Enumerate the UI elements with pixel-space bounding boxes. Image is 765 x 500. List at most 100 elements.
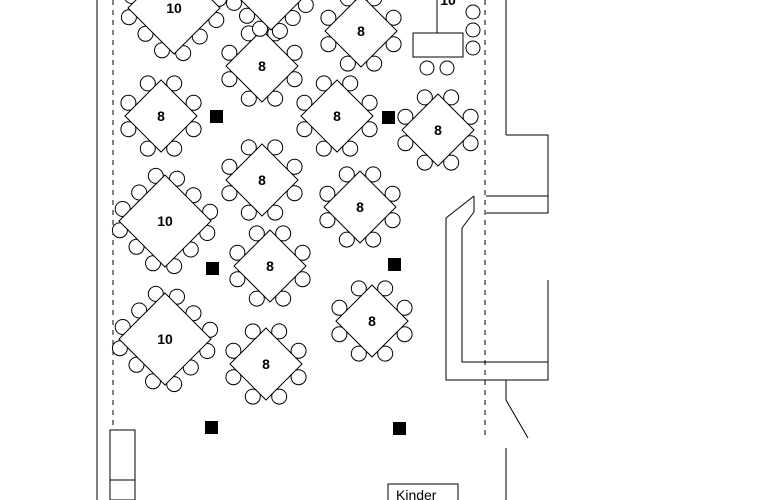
chair [166,75,183,92]
table-seat-count: 8 [333,108,341,124]
table-top [240,0,302,31]
pillar [382,111,395,124]
table-t3: 8 [320,0,402,72]
chair [225,342,242,359]
pillar [206,262,219,275]
bar-counter-outer [445,195,549,381]
chair [275,290,292,307]
chair [202,203,219,220]
chair [397,108,414,125]
chair [315,75,332,92]
pillar [388,258,401,271]
chair [267,90,284,107]
table-t8: 8 [221,139,303,221]
chair [297,0,314,13]
chair [365,166,382,183]
table-t5: 8 [120,75,202,157]
chair [114,201,131,217]
chair [185,121,202,138]
chair [290,369,307,386]
chair [182,241,199,258]
chair [284,10,301,26]
chair [377,280,394,297]
table-top [323,170,397,244]
chair [131,184,148,201]
table-seat-count: 8 [258,172,266,188]
table-t13: 10 [111,285,219,393]
chair [320,36,337,53]
chair [128,238,145,255]
chair [120,94,137,111]
table-t10: 8 [319,166,401,248]
table-t9: 10 [111,167,219,275]
chair [221,44,238,61]
table-top [324,0,398,68]
chair [175,45,192,62]
chair [229,271,246,288]
chair [225,369,242,386]
chair [384,185,401,202]
chair [248,290,265,307]
chair [226,0,242,11]
chair [465,4,481,20]
chair [315,140,332,157]
table-seat-count: 8 [434,122,442,138]
chair [182,359,199,376]
chair [342,75,359,92]
kinder-area-box [387,483,459,500]
chair [208,12,225,28]
chair [320,9,337,26]
chair [252,20,268,37]
chair [338,166,355,183]
table-seat-count: 10 [263,0,279,2]
chair [286,44,303,61]
chair [462,108,479,125]
table-seat-count: 8 [368,313,376,329]
bar-counter-inner [461,211,548,363]
table-top [225,143,299,217]
chair [419,60,435,76]
chair [166,376,183,393]
walls [96,0,549,500]
chair [286,185,303,202]
chair [267,139,284,156]
table-t4: 10 [226,0,314,39]
chair [365,231,382,248]
chair [296,94,313,111]
chair [342,140,359,157]
chair [384,212,401,229]
chair [361,94,378,111]
chair [221,158,238,175]
chair [114,319,131,335]
chair [221,185,238,202]
chair [145,373,161,390]
chair [366,55,383,72]
chair [120,9,137,26]
chair [339,55,356,72]
table-t6: 8 [296,75,378,157]
chair [439,60,455,76]
chair [443,89,460,106]
chair [271,323,288,340]
chair [145,255,161,272]
chair [139,140,156,157]
chair [248,225,265,242]
chair [361,121,378,138]
chair [169,288,185,305]
chair [166,258,183,275]
pillar [205,421,218,434]
chair [462,135,479,152]
chair [147,285,164,302]
chair [331,326,348,343]
chair [397,135,414,152]
chair [120,121,137,138]
chair [239,7,255,24]
chair [319,212,336,229]
table-seat-count: 8 [157,108,165,124]
chair [286,158,303,175]
chair [199,225,216,241]
chair [294,244,311,261]
chair [229,244,246,261]
table-t1: 10 [120,0,228,62]
